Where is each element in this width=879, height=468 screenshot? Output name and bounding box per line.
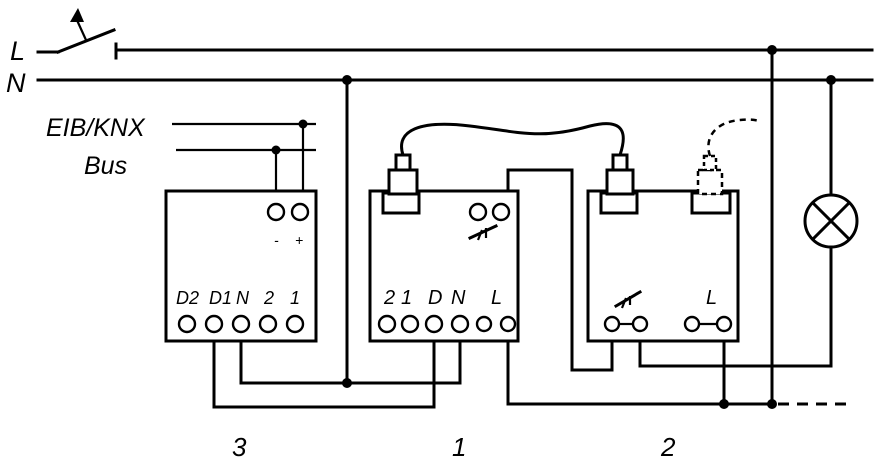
device-2: L [586,153,740,343]
d3-label-2: 2 [263,288,274,308]
device-2-number: 2 [660,432,676,462]
device-3: - + D2 D1 N 2 1 [164,189,318,343]
bottom-wiring [212,333,848,409]
d1-label-D: D [428,287,442,309]
control-wire [506,168,614,372]
extension-connector [381,191,421,215]
d1-label-2: 2 [383,287,395,309]
d3-label-1: 1 [290,288,300,308]
d1-label-N: N [451,287,466,309]
bus-label-2: Bus [84,152,127,180]
bus-label-1: EIB/KNX [46,114,146,142]
L-line [36,28,874,60]
L-vertical-wire [767,45,777,409]
d3-label-N: N [236,288,250,308]
dimmer-icon [468,224,498,241]
bus-terminal-plus [290,202,310,222]
d1-label-L: L [491,287,502,309]
d3-label-D1: D1 [209,288,232,308]
device-3-number: 3 [232,432,247,462]
lamp-wire [638,75,836,368]
device-1-number: 1 [452,432,466,462]
lamp-icon [803,193,859,249]
d2-label-L: L [706,287,717,309]
N-tap-wire [342,75,352,388]
d1-label-1: 1 [401,287,412,309]
switch-actuator-icon [70,8,88,41]
bus-minus-label: - [274,232,279,248]
bus-terminal-minus [266,202,286,222]
device-1: 2 1 D N L [368,153,520,343]
extension-cable [400,122,625,156]
d3-label-D2: D2 [176,288,199,308]
line-N-label: N [6,68,26,98]
bus-plus-label: + [295,232,303,248]
dimmer-icon-2 [613,289,643,309]
optional-cable [707,118,761,157]
line-L-label: L [10,36,25,66]
